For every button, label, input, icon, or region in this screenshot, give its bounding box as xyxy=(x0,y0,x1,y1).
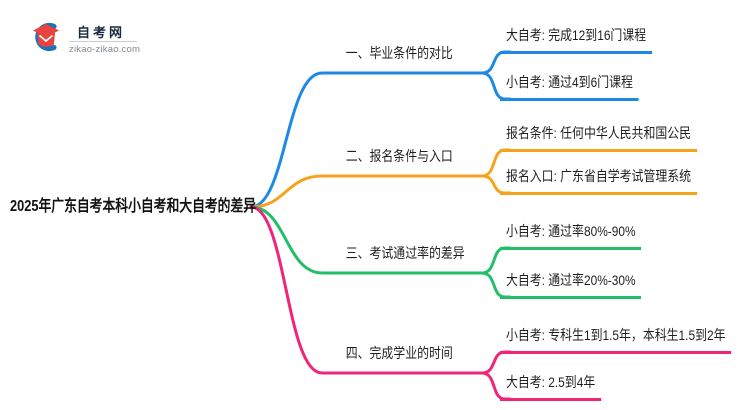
leaf-node-2-1[interactable]: 报名条件: 任何中华人民共和国公民 xyxy=(500,124,698,152)
site-name: 自考网 xyxy=(77,25,126,40)
leaf-node-3-2[interactable]: 大自考: 通过率20%-30% xyxy=(500,271,642,299)
site-domain: zikao-zikao.com xyxy=(69,44,141,55)
branch-link xyxy=(480,50,512,75)
branch-link xyxy=(480,246,512,275)
leaf-node-4-2[interactable]: 大自考: 2.5到4年 xyxy=(500,373,602,401)
graduation-cap-icon xyxy=(33,22,59,52)
branch-label-3[interactable]: 三、考试通过率的差异 xyxy=(345,245,465,261)
leaf-node-4-1[interactable]: 小自考: 专科生1到1.5年，本科生1.5到2年 xyxy=(500,326,732,354)
branch-label-2[interactable]: 二、报名条件与入口 xyxy=(345,148,453,164)
branch-link xyxy=(480,350,512,375)
site-logo[interactable]: 自考网 zikao-zikao.com xyxy=(30,16,160,60)
branch-link xyxy=(249,205,484,275)
root-node-title[interactable]: 2025年广东自考本科小自考和大自考的差异 xyxy=(10,198,257,215)
logo-divider xyxy=(69,41,137,42)
leaf-node-1-1[interactable]: 大自考: 完成12到16门课程 xyxy=(500,26,653,54)
leaf-node-2-2[interactable]: 报名入口: 广东省自学考试管理系统 xyxy=(500,167,698,195)
branch-label-4[interactable]: 四、完成学业的时间 xyxy=(345,345,453,361)
branch-link xyxy=(249,71,484,209)
branch-link xyxy=(249,205,484,375)
leaf-node-1-2[interactable]: 小自考: 通过4到6门课程 xyxy=(500,73,639,101)
branch-link xyxy=(249,174,484,209)
leaf-node-3-1[interactable]: 小自考: 通过率80%-90% xyxy=(500,222,642,250)
branch-label-1[interactable]: 一、毕业条件的对比 xyxy=(345,45,453,61)
